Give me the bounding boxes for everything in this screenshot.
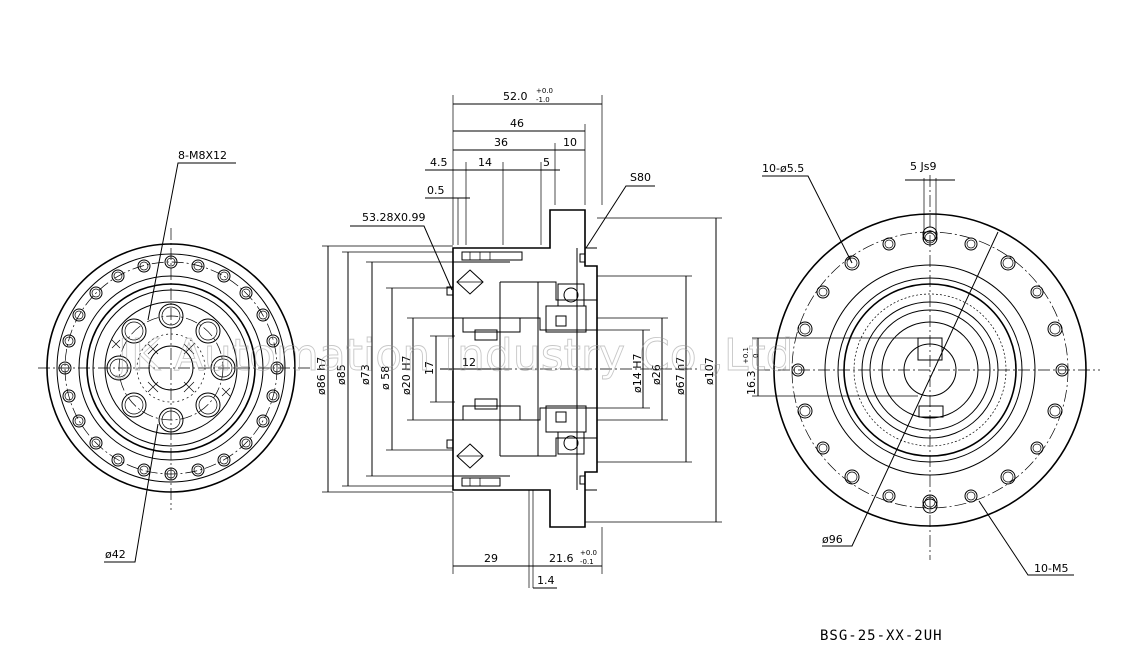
dim-4-5: 4.5 [430, 156, 448, 169]
dim-d67: ø67 h7 [674, 357, 687, 395]
right-front-view: 10-ø5.5 5 Js9 16.3 +0.1 0 ø96 10-M5 [742, 160, 1100, 576]
dim-d85: ø85 [335, 364, 348, 385]
dim-overall: 52.0 [503, 90, 528, 103]
dim-d20: ø20 H7 [400, 356, 413, 396]
dim-d73: ø73 [359, 364, 372, 385]
dim-d26: ø26 [650, 364, 663, 385]
dim-overall-tol-upper: +0.0 [536, 87, 553, 95]
dim-36: 36 [494, 136, 508, 149]
pin-marks [111, 339, 231, 397]
pcd-label: ø96 [822, 533, 843, 546]
hole-label: 10-ø5.5 [762, 162, 804, 175]
dim-d14: ø14 H7 [631, 354, 644, 394]
dim-21-6-tol-lower: -0.1 [580, 558, 594, 566]
dim-d86: ø86 h7 [315, 357, 328, 395]
outer-bolt-holes [58, 255, 284, 481]
key-height: 16.3 [745, 371, 758, 396]
key-label: 5 Js9 [910, 160, 936, 173]
dim-d107: ø107 [703, 357, 716, 385]
dim-d58: ø 58 [379, 366, 392, 390]
diameter-label: ø42 [105, 548, 126, 561]
model-number: BSG-25-XX-2UH [820, 628, 943, 644]
seal-label: S80 [630, 171, 651, 184]
clearance-holes [791, 237, 1069, 503]
watermark: JK Automation Industry Co.,Ltd [115, 330, 794, 381]
dim-46: 46 [510, 117, 524, 130]
dim-29: 29 [484, 552, 498, 565]
dim-5: 5 [543, 156, 550, 169]
tapped-holes [797, 230, 1063, 510]
dim-10: 10 [563, 136, 577, 149]
section-view: 52.0 +0.0 -1.0 46 36 10 4.5 14 5 0.5 53.… [315, 87, 722, 589]
left-front-view: 8-M8X12 ø42 [38, 149, 310, 563]
dim-overall-tol-lower: -1.0 [536, 96, 550, 104]
dim-14: 14 [478, 156, 492, 169]
dim-17: 17 [423, 361, 436, 375]
dim-12: 12 [462, 356, 476, 369]
dim-1-4: 1.4 [537, 574, 555, 587]
tap-label: 10-M5 [1034, 562, 1068, 575]
dim-21-6: 21.6 [549, 552, 574, 565]
inner-tapped-holes [106, 303, 236, 433]
oring-label: 53.28X0.99 [362, 211, 426, 224]
dim-0-5: 0.5 [427, 184, 445, 197]
key-height-tol-upper: +0.1 [742, 347, 750, 364]
thread-label: 8-M8X12 [178, 149, 227, 162]
key-height-tol-lower: 0 [752, 354, 760, 358]
dim-21-6-tol-upper: +0.0 [580, 549, 597, 557]
